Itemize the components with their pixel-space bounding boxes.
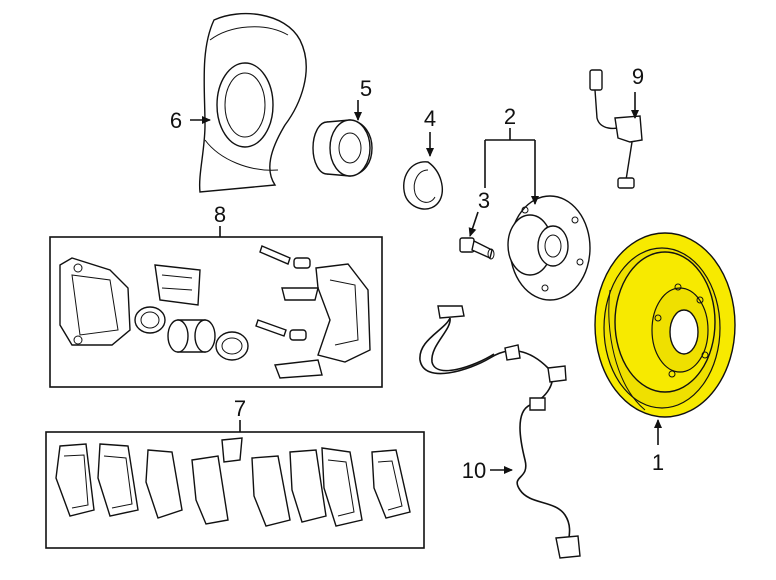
abs-sensor	[589, 69, 643, 189]
callout-5: 5	[360, 76, 372, 101]
hub-bolt	[459, 237, 495, 260]
callout-6: 6	[170, 108, 182, 133]
brake-pad-kit-box	[45, 431, 425, 549]
callout-4: 4	[424, 106, 436, 131]
caliper-kit-parts	[59, 245, 371, 379]
brake-rotor	[594, 232, 736, 418]
callout-10: 10	[462, 458, 486, 483]
callout-2: 2	[504, 104, 516, 129]
brake-pad-kit-parts	[55, 437, 411, 527]
callout-1: 1	[652, 450, 664, 475]
caliper-kit-box	[49, 236, 383, 388]
callout-3: 3	[478, 188, 490, 213]
splash-shield	[198, 12, 307, 193]
leader-lines	[190, 92, 662, 474]
callout-9: 9	[632, 64, 644, 89]
callout-8: 8	[214, 202, 226, 227]
callout-7: 7	[234, 396, 246, 421]
abs-wire-harness	[419, 305, 581, 559]
snap-ring	[403, 161, 443, 210]
wheel-hub	[507, 195, 591, 301]
wheel-bearing	[312, 119, 373, 177]
